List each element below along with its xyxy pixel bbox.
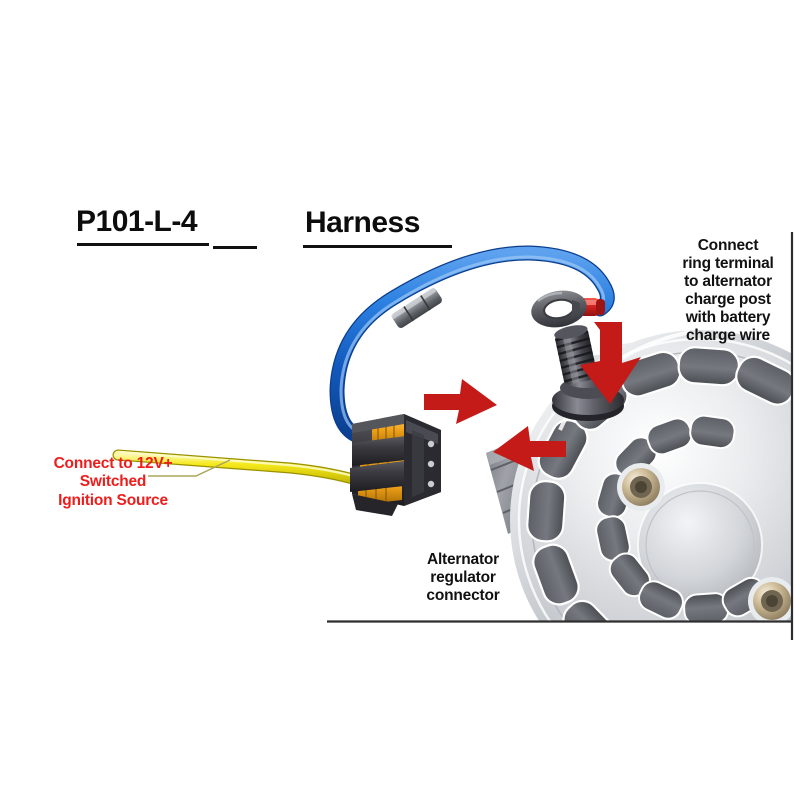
ignition-wire-yellow xyxy=(112,449,366,487)
ignition-leader-line xyxy=(148,459,231,477)
alternator-body xyxy=(486,330,793,622)
alternator-bolt xyxy=(617,463,665,511)
annotation-ring-terminal: Connect ring terminal to alternator char… xyxy=(682,237,774,344)
arrow-to-charge-post xyxy=(580,322,641,404)
alternator-bolt xyxy=(748,577,793,622)
harness-title-underline xyxy=(303,245,452,248)
charge-wire-blue xyxy=(329,245,615,445)
alternator-regulator-connector-plug xyxy=(350,414,441,516)
annotation-ignition-source: Connect to 12V+ Switched Ignition Source xyxy=(53,455,173,509)
page-title-harness: Harness xyxy=(305,206,420,239)
arrow-to-regulator-socket xyxy=(493,426,566,471)
ring-terminal xyxy=(531,290,605,328)
annotation-regulator-connector: Alternator regulator connector xyxy=(426,551,500,604)
page-title-part-number: P101-L-4 xyxy=(76,205,198,238)
title-underline-left xyxy=(77,243,209,246)
arrow-to-connector xyxy=(424,379,497,424)
wire-splice-sleeve xyxy=(391,287,442,328)
title-underline-right xyxy=(213,246,257,249)
